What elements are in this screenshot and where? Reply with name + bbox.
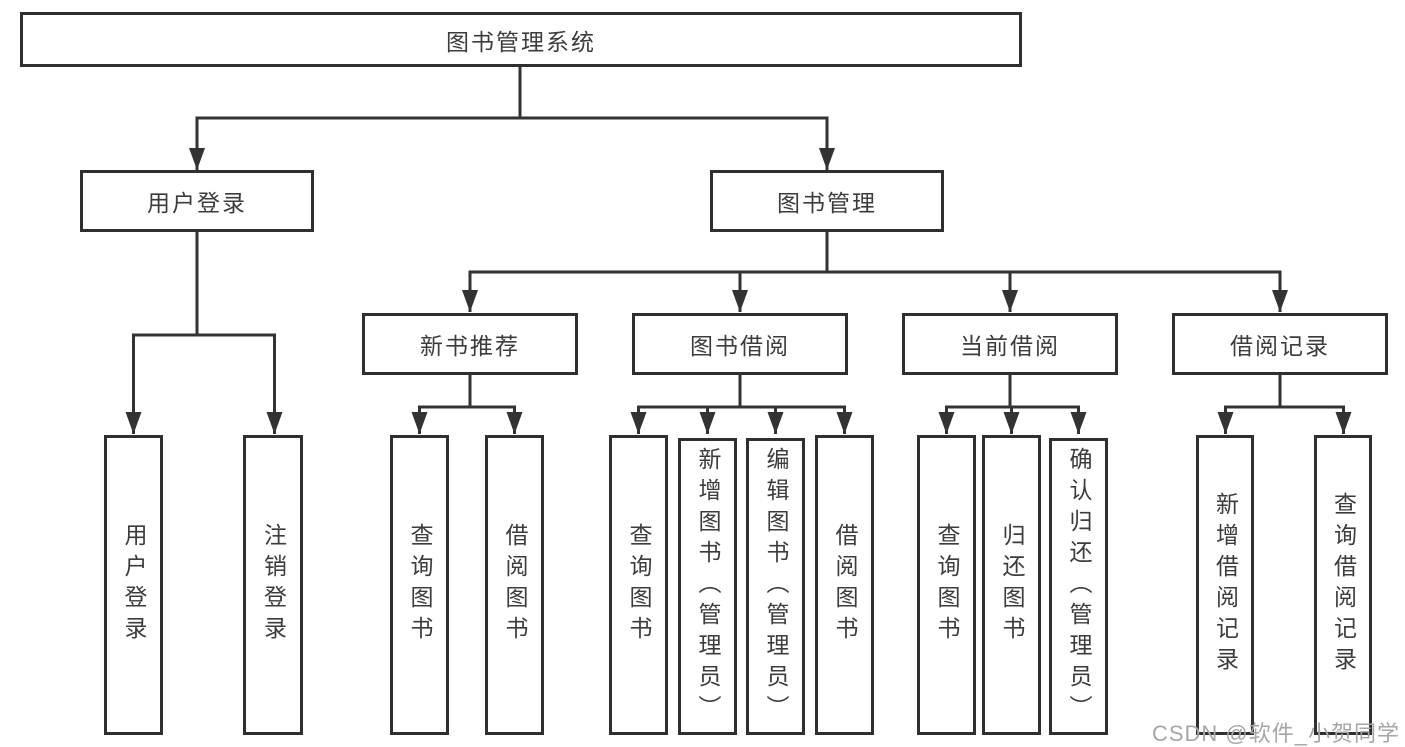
leaf-borrow-books: 借阅图书 [815,435,874,735]
leaf-query-books-current: 查询图书 [917,435,976,735]
csdn-watermark: CSDN @软件_小贺同学 [1151,721,1400,746]
node-new-book-recommend: 新书推荐 [362,313,578,375]
node-label: 借阅图书 [502,523,528,647]
node-book-borrowing: 图书借阅 [632,313,848,375]
node-label: 图书借阅 [690,333,790,359]
node-label: 借阅图书 [832,523,858,647]
node-label: 当前借阅 [960,333,1060,359]
node-label: 查询图书 [934,523,960,647]
node-borrowing-records: 借阅记录 [1172,313,1388,375]
node-label: 注销登录 [260,523,287,647]
node-label: 用户登录 [147,190,247,216]
node-current-borrowing: 当前借阅 [902,313,1118,375]
node-label: 编辑图书（管理员） [763,447,789,726]
leaf-add-books-admin: 新增图书（管理员） [678,438,737,735]
node-label: 借阅记录 [1230,333,1330,359]
leaf-query-books-borrow: 查询图书 [609,435,668,735]
node-label: 图书管理系统 [446,28,596,55]
node-library-management-system: 图书管理系统 [20,12,1022,67]
node-label: 新书推荐 [420,333,520,359]
node-user-login: 用户登录 [80,170,314,232]
node-label: 查询图书 [626,523,652,647]
node-book-management: 图书管理 [710,170,944,232]
node-label: 新增借阅记录 [1212,492,1239,678]
leaf-return-books: 归还图书 [982,435,1041,735]
leaf-edit-books-admin: 编辑图书（管理员） [746,438,805,735]
leaf-logout: 注销登录 [243,435,303,735]
node-label: 查询图书 [407,523,433,647]
node-label: 新增图书（管理员） [695,447,721,726]
leaf-query-books-recommend: 查询图书 [390,435,449,735]
leaf-borrow-books-recommend: 借阅图书 [485,435,544,735]
node-label: 图书管理 [777,190,877,216]
node-label: 用户登录 [121,523,147,647]
node-label: 查询借阅记录 [1330,492,1357,678]
leaf-confirm-return-admin: 确认归还（管理员） [1049,438,1108,735]
node-label: 确认归还（管理员） [1066,447,1092,726]
leaf-add-borrow-record: 新增借阅记录 [1196,435,1254,735]
leaf-user-login: 用户登录 [104,435,163,735]
leaf-query-borrow-record: 查询借阅记录 [1314,435,1372,735]
node-label: 归还图书 [999,523,1025,647]
